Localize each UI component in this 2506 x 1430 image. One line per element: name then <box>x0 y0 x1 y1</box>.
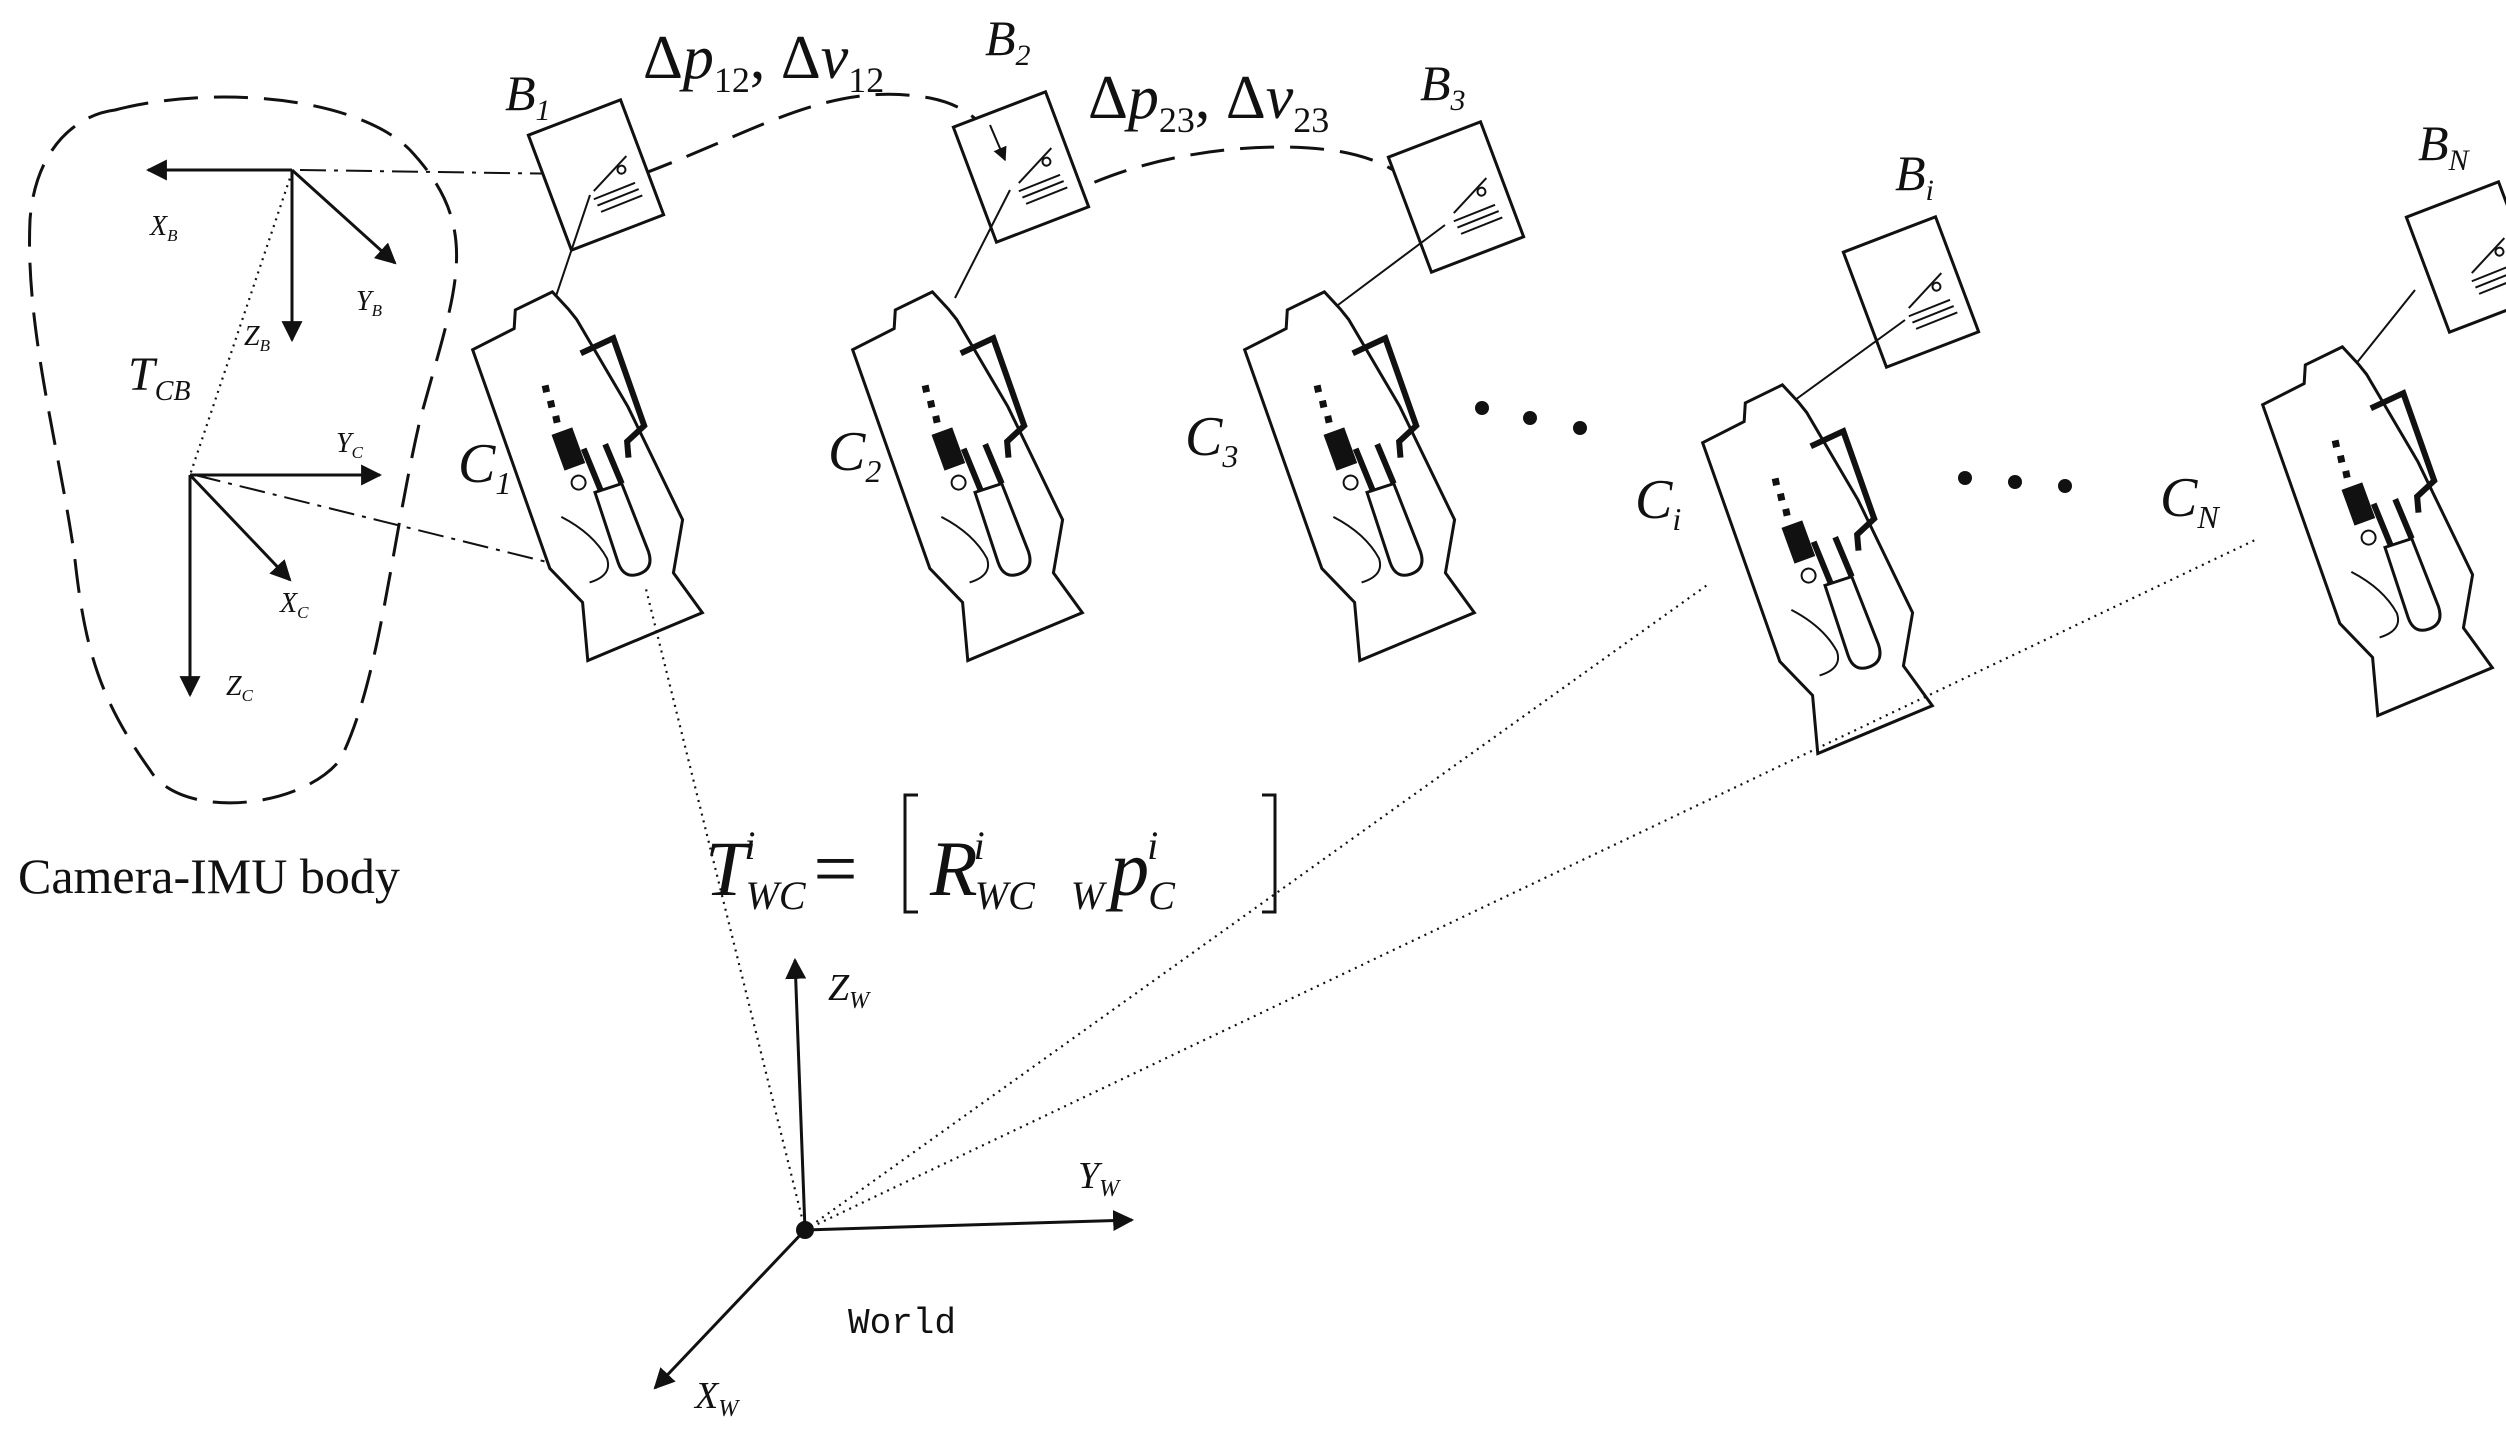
camera-x-axis-label: XC <box>279 588 309 622</box>
ellipsis-1 <box>1475 401 1587 435</box>
preintegration-curve-12 <box>639 92 1007 177</box>
camera-y-axis-label: YC <box>336 428 364 462</box>
camera-cn-icon <box>2254 330 2497 725</box>
camera-z-axis-label: ZC <box>226 671 254 705</box>
camera-c1-label: C1 <box>458 433 511 501</box>
camera-ci-label: Ci <box>1635 469 1681 537</box>
world-label: World <box>848 1303 956 1344</box>
imu-b2-label: B2 <box>985 10 1031 72</box>
world-to-camera-links <box>643 539 2256 1231</box>
world-y-axis-label: YW <box>1078 1155 1121 1202</box>
imu-b3-icon <box>1383 116 1529 278</box>
camera-c2-label: C2 <box>828 421 881 489</box>
camera-axes <box>179 464 383 698</box>
frame-3 <box>1236 116 1529 670</box>
body-caption: Camera-IMU body <box>18 848 400 904</box>
frame-1 <box>464 94 707 670</box>
imu-b1-label: B1 <box>505 65 551 127</box>
camera-cn-label: CN <box>2160 467 2220 535</box>
imu-b2-icon <box>948 86 1094 248</box>
frame-n <box>2254 176 2506 725</box>
imu-camera-link <box>188 171 294 476</box>
camera-c3-label: C3 <box>1185 406 1238 474</box>
preintegration-label-12: Δp12, Δv12 <box>643 24 884 100</box>
world-axes <box>653 957 1135 1390</box>
imu-z-axis-label: ZB <box>244 321 271 355</box>
imu-bi-icon <box>1838 211 1984 373</box>
imu-y-axis-label: YB <box>356 286 383 320</box>
frame-2 <box>844 86 1094 670</box>
imu-bn-icon <box>2401 176 2506 338</box>
imu-axes <box>145 159 397 343</box>
transform-tcb-label: TCB <box>128 348 190 407</box>
imu-bi-label: Bi <box>1895 145 1934 207</box>
world-z-axis-label: ZW <box>828 967 871 1014</box>
frame-i <box>1694 211 1984 763</box>
preintegration-label-23: Δp23, Δv23 <box>1088 64 1329 140</box>
body-boundary <box>28 95 459 805</box>
camera-c3-icon <box>1236 275 1479 670</box>
imu-b3-label: B3 <box>1420 55 1466 117</box>
world-x-axis-label: XW <box>693 1375 740 1422</box>
camera-ci-icon <box>1694 368 1937 763</box>
imu-x-axis-label: XB <box>149 211 178 245</box>
ellipsis-2 <box>1958 471 2072 493</box>
imu-bn-label: BN <box>2418 115 2471 177</box>
preintegration-curve-23 <box>1049 145 1412 207</box>
